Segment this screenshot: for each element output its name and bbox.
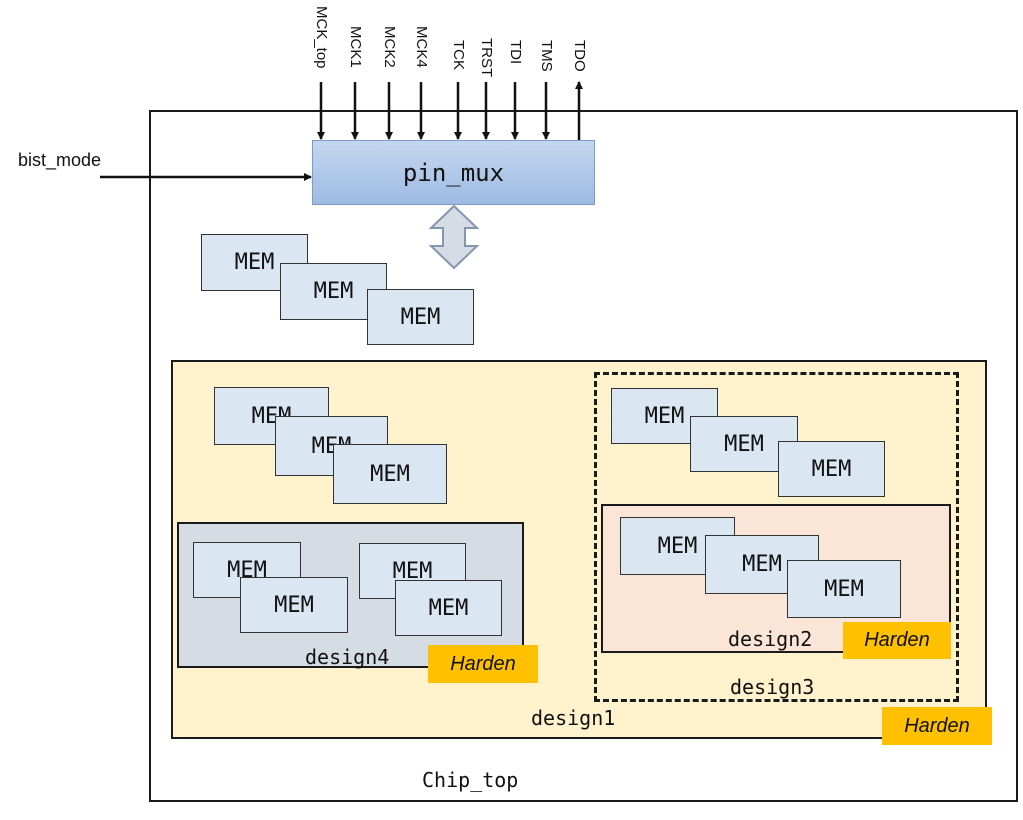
- design3-label: design3: [730, 675, 815, 699]
- bidirectional-arrow: [428, 204, 480, 270]
- mem-block: MEM: [395, 580, 502, 636]
- bist-mode-label: bist_mode: [18, 150, 102, 170]
- mem-block: MEM: [787, 560, 901, 618]
- mem-block: MEM: [778, 441, 885, 497]
- mem-block: MEM: [240, 577, 348, 633]
- design4-harden-tag: Harden: [428, 645, 538, 683]
- pin-mux-block: pin_mux: [312, 140, 595, 205]
- design3-block: [594, 372, 959, 702]
- design2-harden-tag: Harden: [843, 622, 951, 659]
- design1-label: design1: [531, 706, 616, 730]
- mem-block: MEM: [705, 535, 819, 594]
- design2-label: design2: [728, 627, 813, 651]
- chip-top-label: Chip_top: [422, 768, 519, 792]
- mem-block: MEM: [367, 289, 474, 345]
- design1-harden-tag: Harden: [882, 707, 992, 745]
- design4-label: design4: [305, 645, 390, 669]
- mem-block: MEM: [333, 444, 447, 504]
